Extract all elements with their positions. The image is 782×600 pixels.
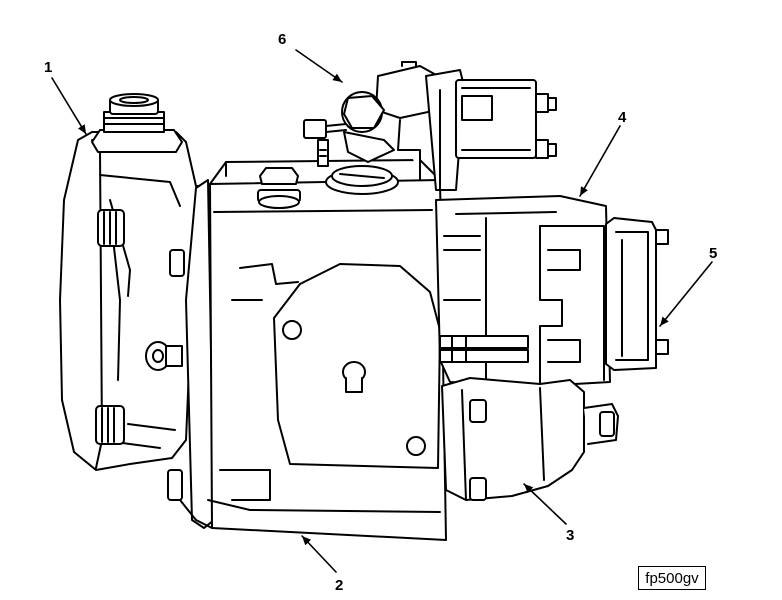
callout-4: 4 <box>618 109 627 126</box>
body-plugs <box>257 165 399 209</box>
leader-4 <box>579 125 621 197</box>
callout-numbers: 1 2 3 4 5 6 <box>44 31 717 594</box>
gear-pump <box>441 377 619 501</box>
throttle-shaft-assembly <box>303 61 441 181</box>
figure-reference-label: fp500gv <box>638 566 706 590</box>
callout-3: 3 <box>566 527 574 544</box>
leader-2 <box>301 535 337 573</box>
callout-6: 6 <box>278 31 286 48</box>
leader-1 <box>51 77 87 135</box>
inlet-fitting <box>91 93 183 153</box>
callout-5: 5 <box>709 245 717 262</box>
end-cover <box>605 217 669 371</box>
cover-plate <box>273 263 441 469</box>
housing-bolts <box>95 209 185 501</box>
leader-6 <box>295 49 343 83</box>
leader-lines <box>51 49 713 573</box>
leader-3 <box>523 483 567 525</box>
callout-1: 1 <box>44 59 52 76</box>
leader-5 <box>659 261 713 327</box>
callout-2: 2 <box>335 577 343 594</box>
shutoff-solenoid <box>425 69 557 191</box>
linkage-tubes <box>439 335 529 363</box>
